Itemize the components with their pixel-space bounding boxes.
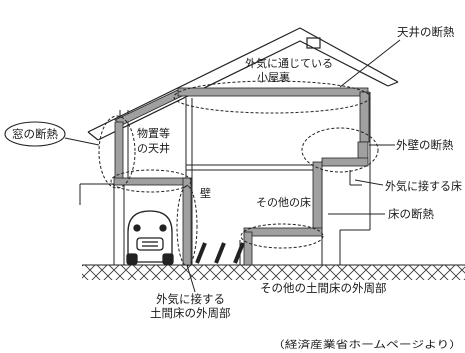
other-floor-label: その他の床 [256,195,311,209]
attic-label-line2: 小屋裏 [257,70,290,84]
floor-joists [195,242,245,264]
roof [87,27,399,141]
ground [82,264,465,280]
leader-lines [64,39,401,293]
outside-air-floor-label: 外気に接する床 [385,179,462,193]
attic-label-line1: 外気に通じている [245,56,333,70]
window-insulation-label: 窓の断熱 [12,127,58,141]
loft-ceiling-label-line1: 物置等 [137,126,170,140]
floor-insulation-label: 床の断熱 [388,207,434,221]
car-icon [126,210,174,265]
insulation-bands [113,87,370,266]
window-callout [4,121,66,147]
ceiling-insulation-label: 天井の断熱 [397,25,455,39]
slab-perimeter-outside-label-line2: 土間床の外周部 [150,306,231,320]
loft-ceiling-label-line2: の天井 [137,141,170,155]
slab-perimeter-outside-label-line1: 外気に接する [156,292,225,306]
source-credit: （経済産業省ホームページより） [272,338,462,351]
exterior-wall-insulation-label: 外壁の断熱 [396,138,454,152]
slab-perimeter-other-label: その他の土間床の外周部 [260,281,387,295]
wall-label: 壁 [200,186,211,200]
